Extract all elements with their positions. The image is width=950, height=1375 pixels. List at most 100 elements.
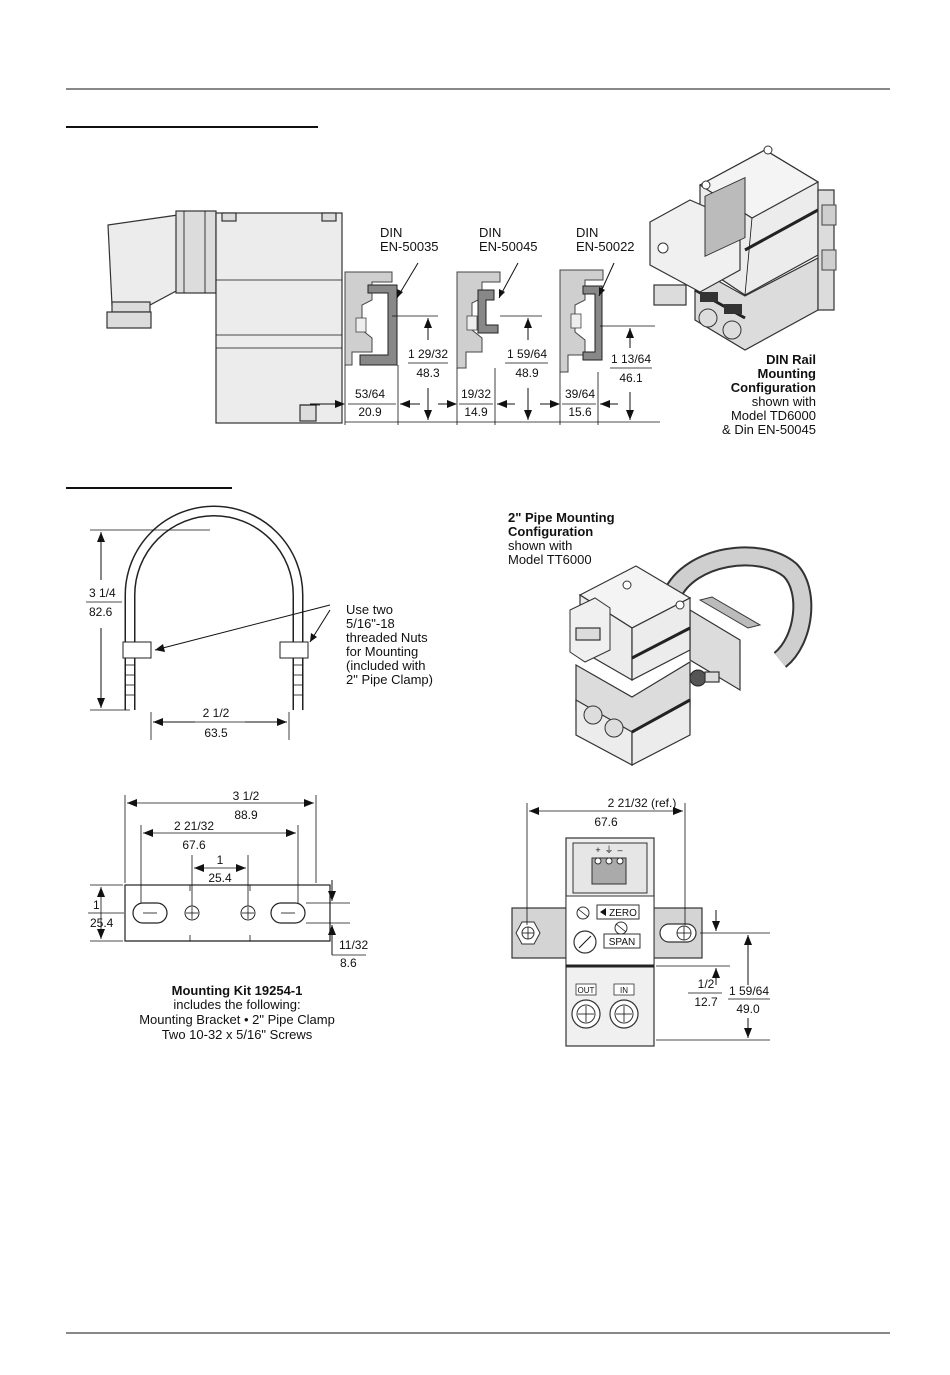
u-bolt-note: Use two 5/16"-18 threaded Nuts for Mount…: [346, 602, 433, 687]
front-tall-dim: 1 59/64 49.0: [656, 935, 770, 1041]
pipe-caption-line-2: Configuration: [508, 524, 593, 539]
rail-3-height-dim: 1 13/64 46.1: [600, 325, 655, 420]
rail-3-offset-frac: 39/64: [565, 387, 595, 401]
kit-line-2: Mounting Bracket • 2" Pipe Clamp: [139, 1012, 335, 1027]
kit-line-1: includes the following:: [173, 997, 300, 1012]
bracket-holes-frac: 1: [217, 853, 224, 867]
kit-caption: Mounting Kit 19254-1 includes the follow…: [139, 983, 335, 1042]
din-caption-line-5: Model TD6000: [731, 408, 816, 423]
rail-2-height-frac: 1 59/64: [507, 347, 547, 361]
bracket-slots-mm: 67.6: [182, 838, 206, 852]
svg-text:⏚: ⏚: [604, 845, 613, 855]
rail-profile-2: [456, 271, 501, 369]
tt6000-pipe-iso-view: [569, 546, 813, 767]
ubolt-width-mm: 63.5: [204, 726, 228, 740]
svg-text:+: +: [595, 845, 600, 855]
rail-3-offset-mm: 15.6: [568, 405, 592, 419]
ubolt-height-frac: 3 1/4: [89, 586, 116, 600]
ubolt-note-line-6: 2" Pipe Clamp): [346, 672, 433, 687]
bracket-height-mm: 25.4: [90, 916, 114, 930]
rail-1-offset-frac: 53/64: [355, 387, 385, 401]
front-width-frac: 2 21/32 (ref.): [608, 796, 677, 810]
rail-1-offset-mm: 20.9: [358, 405, 382, 419]
bracket-slots-frac: 2 21/32: [174, 819, 214, 833]
kit-line-3: Two 10-32 x 5/16" Screws: [162, 1027, 313, 1042]
rail-profile-3: [559, 269, 604, 373]
transducer-body: [215, 212, 343, 424]
bracket-hole-frac: 11/32: [339, 938, 368, 952]
pipe-caption-line-1: 2" Pipe Mounting: [508, 510, 615, 525]
u-bolt-drawing: [122, 505, 309, 710]
rail-1-line1: DIN: [380, 225, 402, 240]
svg-text:–: –: [617, 845, 622, 855]
out-port-label: OUT: [578, 986, 595, 995]
rail-3-line1: DIN: [576, 225, 598, 240]
ubolt-width-frac: 2 1/2: [203, 706, 230, 720]
pipe-caption-line-3: shown with: [508, 538, 572, 553]
ubolt-note-line-4: for Mounting: [346, 644, 418, 659]
zero-label-box: [596, 904, 640, 920]
rail-2-height-mm: 48.9: [515, 366, 539, 380]
td6000-iso-view: [649, 145, 837, 351]
front-small-mm: 12.7: [694, 995, 718, 1009]
mounting-bracket-drawing: [124, 884, 331, 942]
rail-3-height-mm: 46.1: [619, 371, 643, 385]
front-tall-frac: 1 59/64: [729, 984, 769, 998]
din-caption-line-1: DIN Rail: [766, 352, 816, 367]
bracket-height-dim: 1 25.4: [88, 884, 124, 942]
front-small-frac: 1/2: [698, 977, 715, 991]
span-label: SPAN: [609, 937, 636, 948]
din-caption-line-2: Mounting: [758, 366, 817, 381]
rail-1-height-mm: 48.3: [416, 366, 440, 380]
in-port-label: IN: [620, 986, 628, 995]
connector-gland: [111, 301, 151, 313]
front-width-dim: 2 21/32 (ref.) 67.6: [526, 796, 686, 925]
bracket-overall-frac: 3 1/2: [233, 789, 260, 803]
din-caption-line-4: shown with: [752, 394, 816, 409]
connector-flange: [175, 210, 217, 294]
u-bolt-width-dim: 2 1/2 63.5: [150, 706, 290, 740]
kit-title: Mounting Kit 19254-1: [172, 983, 303, 998]
bracket-overall-mm: 88.9: [234, 808, 258, 822]
din-caption-line-3: Configuration: [731, 380, 816, 395]
rail-2-offset-mm: 14.9: [464, 405, 488, 419]
rail-1-height-dim: 1 29/32 48.3: [392, 315, 448, 420]
rail-2-offset-frac: 19/32: [461, 387, 491, 401]
din-side-view: [106, 210, 343, 424]
rail-1-height-frac: 1 29/32: [408, 347, 448, 361]
bracket-holes-mm: 25.4: [208, 871, 232, 885]
zero-label: ZERO: [609, 908, 637, 919]
pipe-caption-line-4: Model TT6000: [508, 552, 592, 567]
ubolt-note-line-1: Use two: [346, 602, 393, 617]
bracket-holes-dim: 1 25.4: [191, 853, 249, 906]
rail-3-line2: EN-50022: [576, 239, 635, 254]
connector-housing: [107, 214, 179, 306]
u-bolt-height-dim: 3 1/4 82.6: [86, 529, 210, 711]
front-tall-mm: 49.0: [736, 1002, 760, 1016]
rail-2-line1: DIN: [479, 225, 501, 240]
rail-3-height-frac: 1 13/64: [611, 352, 651, 366]
ubolt-note-line-3: threaded Nuts: [346, 630, 428, 645]
front-width-mm: 67.6: [594, 815, 618, 829]
bracket-height-frac: 1: [93, 898, 100, 912]
rail-2-line2: EN-50045: [479, 239, 538, 254]
connector-nut: [106, 311, 152, 329]
bracket-slots-dim: 2 21/32 67.6: [140, 819, 299, 903]
front-view-drawing: + ⏚ – ZERO SPAN OUT IN: [511, 837, 703, 1047]
bracket-hole-dim: 11/32 8.6: [306, 880, 368, 970]
bracket-overall-dim: 3 1/2 88.9: [124, 789, 317, 883]
rail-profile-1: [344, 271, 398, 366]
front-small-dim: 1/2 12.7: [656, 910, 770, 1009]
din-caption: DIN Rail Mounting Configuration shown wi…: [722, 352, 816, 437]
ubolt-height-mm: 82.6: [89, 605, 113, 619]
ubolt-note-line-5: (included with: [346, 658, 426, 673]
pipe-caption: 2" Pipe Mounting Configuration shown wit…: [508, 510, 615, 567]
span-label-box: [603, 933, 641, 949]
rail-1-line2: EN-50035: [380, 239, 439, 254]
din-caption-line-6: & Din EN-50045: [722, 422, 816, 437]
bracket-hole-mm: 8.6: [340, 956, 357, 970]
ubolt-note-line-2: 5/16"-18: [346, 616, 395, 631]
rail-2-height-dim: 1 59/64 48.9: [500, 315, 548, 420]
